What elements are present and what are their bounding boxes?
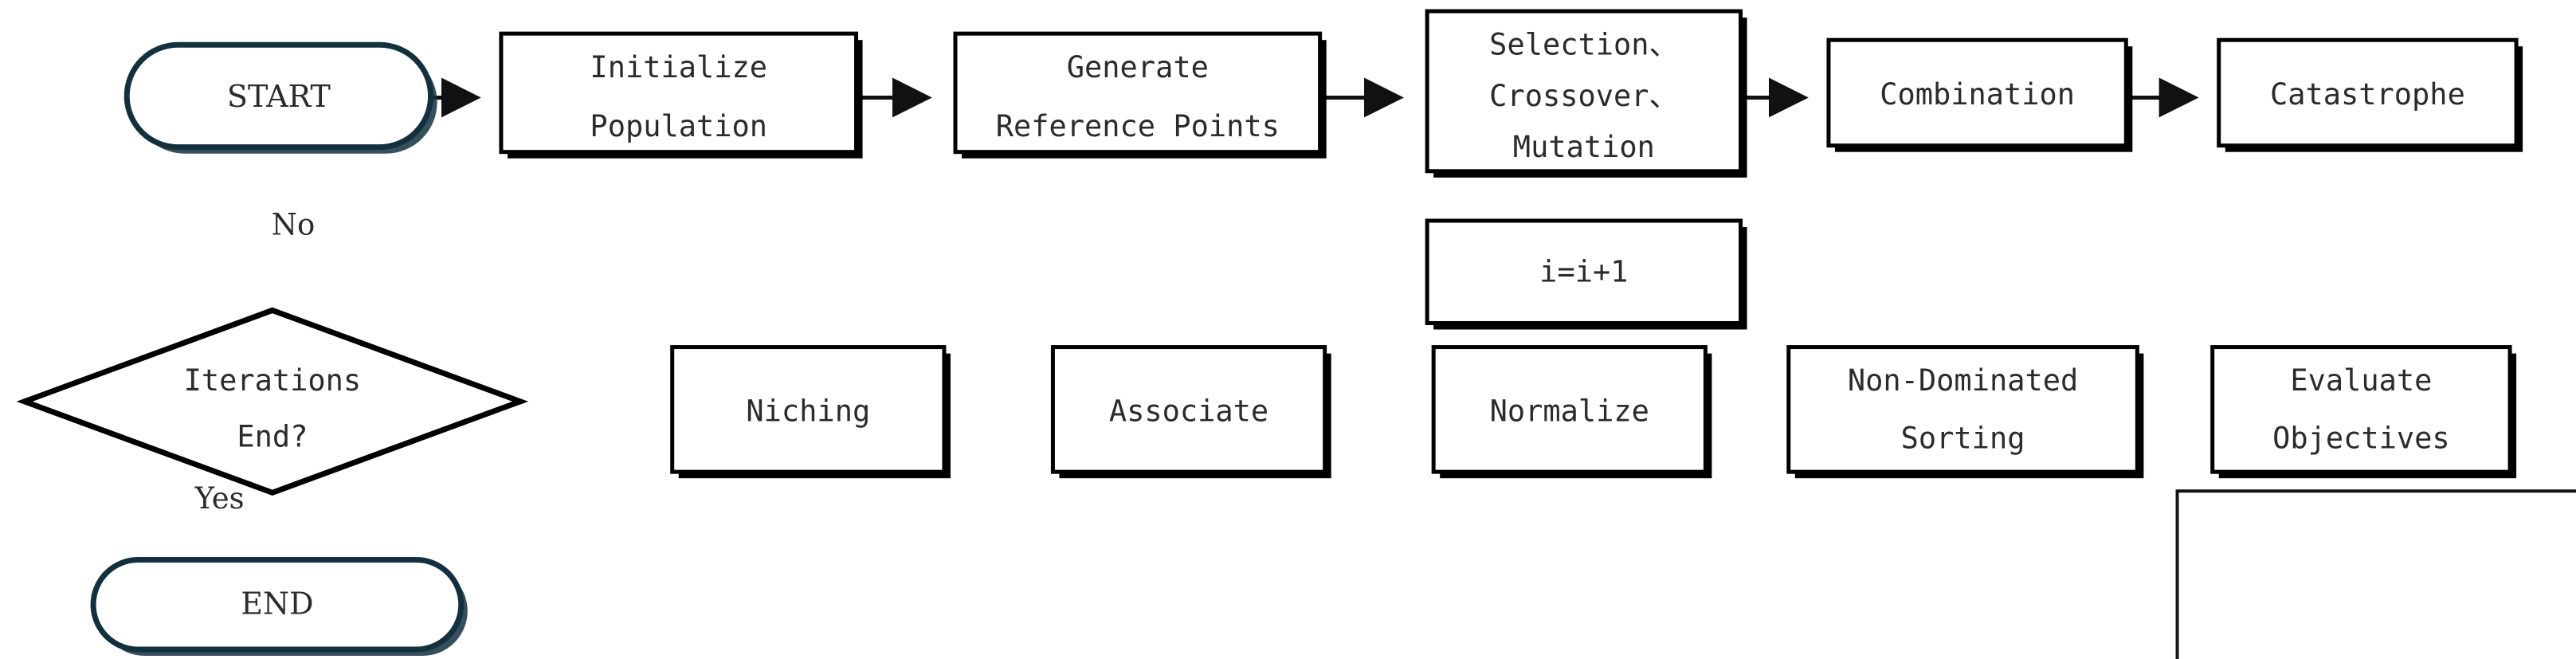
node-generate-reference-points[interactable]: Generate Reference Points (953, 31, 1327, 159)
generate-label-line1: Generate (1067, 50, 1209, 84)
start-label: START (227, 79, 331, 114)
node-non-dominated-sorting[interactable]: Non-Dominated Sorting (1786, 345, 2144, 479)
node-end[interactable]: END (90, 557, 468, 656)
operators-label-line3: Mutation (1513, 130, 1655, 164)
connectors (424, 77, 2576, 659)
operators-label-line1: Selection、 (1489, 28, 1678, 62)
generate-label-line2: Reference Points (996, 109, 1280, 143)
node-evaluate-objectives[interactable]: Evaluate Objectives (2210, 345, 2517, 479)
combination-label: Combination (1880, 77, 2075, 112)
associate-label: Associate (1109, 394, 1268, 428)
edge-label-yes: Yes (194, 481, 245, 516)
generate-shape (953, 31, 1323, 155)
increment-label: i=i+1 (1539, 255, 1628, 289)
node-genetic-operators[interactable]: Selection、 Crossover、 Mutation (1425, 9, 1747, 178)
increment-shape (1425, 218, 1743, 325)
end-label: END (241, 586, 313, 621)
node-catastrophe[interactable]: Catastrophe (2217, 37, 2523, 152)
associate-shape (1050, 345, 1327, 474)
sorting-label-line1: Non-Dominated (1848, 363, 2078, 398)
niching-shape (670, 345, 947, 474)
node-increment[interactable]: i=i+1 (1425, 218, 1747, 330)
decision-label-line1: Iterations (184, 363, 362, 398)
sorting-shape (1786, 345, 2139, 474)
initialize-label-line1: Initialize (590, 50, 767, 84)
node-niching[interactable]: Niching (670, 345, 951, 479)
niching-label: Niching (746, 394, 870, 428)
start-shape (124, 41, 434, 151)
catastrophe-shape (2217, 37, 2519, 148)
edge-decision-no-to-increment (2175, 489, 2576, 659)
end-shape (90, 557, 465, 653)
node-combination[interactable]: Combination (1826, 37, 2133, 152)
decision-label-line2: End? (237, 419, 308, 453)
edge-label-no: No (272, 208, 316, 242)
combination-shape (1826, 37, 2128, 148)
normalize-shape (1431, 345, 1708, 474)
initialize-shape (499, 31, 859, 155)
initialize-label-line2: Population (590, 109, 767, 143)
node-normalize[interactable]: Normalize (1431, 345, 1712, 479)
evaluate-label-line1: Evaluate (2290, 363, 2432, 398)
evaluate-label-line2: Objectives (2272, 422, 2450, 456)
sorting-label-line2: Sorting (1901, 422, 2025, 456)
node-associate[interactable]: Associate (1050, 345, 1331, 479)
evaluate-shape (2210, 345, 2512, 474)
node-start[interactable]: START (124, 41, 437, 154)
catastrophe-label: Catastrophe (2270, 77, 2465, 112)
node-initialize-population[interactable]: Initialize Population (499, 31, 863, 159)
normalize-label: Normalize (1490, 394, 1649, 428)
operators-shape (1425, 9, 1743, 174)
operators-label-line2: Crossover、 (1489, 79, 1678, 113)
decision-shape (16, 307, 529, 496)
node-iterations-end[interactable]: Iterations End? (16, 307, 529, 496)
